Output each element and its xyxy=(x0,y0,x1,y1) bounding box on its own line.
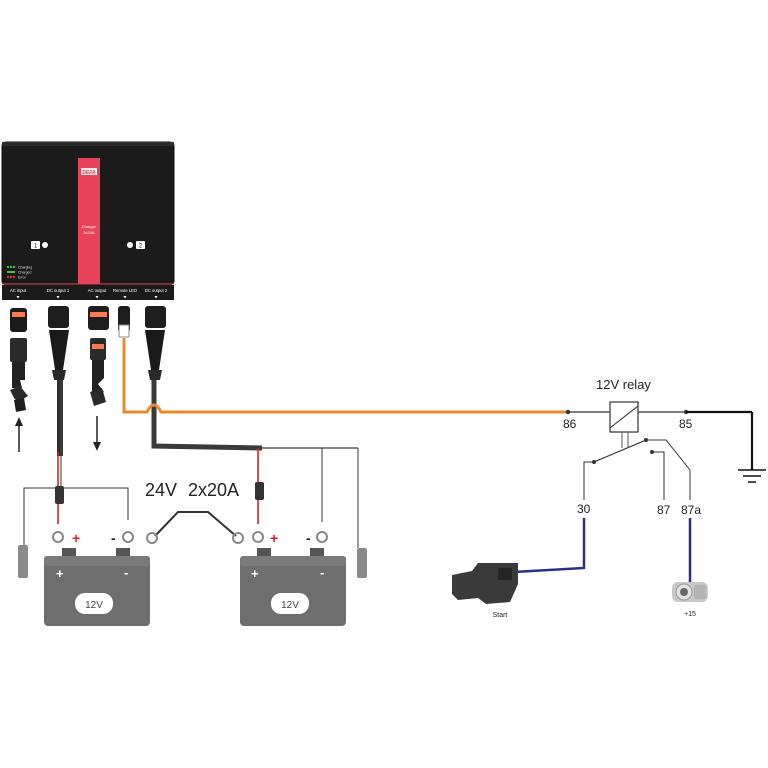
battery-1-wiring xyxy=(23,452,129,545)
fuse-holder-1 xyxy=(55,486,64,504)
charger-brand: DEFA xyxy=(82,170,96,176)
start-connector xyxy=(452,563,518,604)
ignition-connector-icon xyxy=(672,582,708,602)
ac-input-plug xyxy=(10,338,28,412)
channel-2-indicator xyxy=(127,242,133,248)
battery-1-negative-ring xyxy=(122,531,134,543)
ac-output-arrow-head xyxy=(93,442,101,451)
port-label-ac-input: AC input xyxy=(10,288,27,293)
channel-2-number: 2 xyxy=(139,244,143,250)
voltage-label: 24V xyxy=(145,480,177,500)
charger-unit: DEFA Charger 2x20A 1 2 Charging Charged … xyxy=(1,141,175,300)
battery-1-minus-mark: - xyxy=(124,565,128,580)
battery-2-plus-mark: + xyxy=(251,566,259,581)
current-label: 2x20A xyxy=(188,480,239,500)
relay-pin-87a: 87a xyxy=(681,503,701,517)
battery-2-minus-symbol: - xyxy=(306,530,311,546)
port-label-ac-output: AC output xyxy=(88,288,107,293)
relay-title: 12V relay xyxy=(596,377,651,392)
battery-2-voltage: 12V xyxy=(281,600,299,611)
battery-1-voltage: 12V xyxy=(85,600,103,611)
led-legend-charged: Charged xyxy=(18,271,31,275)
battery-2-positive-ring xyxy=(252,531,264,543)
start-label: Start xyxy=(493,612,508,619)
battery-2-plus-symbol: + xyxy=(270,530,278,546)
ac-input-arrow-head xyxy=(15,417,23,426)
battery-2: + - 12V xyxy=(240,548,346,626)
battery-2-wiring xyxy=(255,448,359,548)
series-bridge-cable xyxy=(146,511,244,544)
led-legend: Charging Charged Error xyxy=(6,266,32,280)
relay-pin-85: 85 xyxy=(679,417,693,431)
battery-2-negative-ring xyxy=(316,531,328,543)
charger-model-line2: 2x20A xyxy=(83,230,95,235)
relay-pin-87: 87 xyxy=(657,503,671,517)
channel-2-badge xyxy=(136,241,145,249)
channel-1-badge xyxy=(31,241,40,249)
channel-1-indicator xyxy=(42,242,48,248)
ignition-label: +15 xyxy=(684,611,696,618)
led-legend-error: Error xyxy=(18,276,27,280)
charger-model-line1: Charger xyxy=(82,224,97,229)
relay-switch-arm xyxy=(593,439,647,463)
temperature-sensor-1 xyxy=(18,545,28,578)
dc-output-2-cable xyxy=(145,330,358,451)
led-legend-charging: Charging xyxy=(18,266,32,270)
channel-1-number: 1 xyxy=(34,244,38,250)
remote-led-wire xyxy=(122,338,568,414)
ground-icon xyxy=(738,469,766,483)
port-label-remote-led: Remote LED xyxy=(113,288,137,293)
battery-1-plus-symbol: + xyxy=(72,530,80,546)
charger-port-strip xyxy=(2,285,174,300)
battery-1-plus-mark: + xyxy=(56,566,64,581)
relay-wire-30 xyxy=(513,518,586,574)
port-label-dc-output-1: DC output 1 xyxy=(47,288,70,293)
battery-1-positive-ring xyxy=(52,531,64,543)
charger-red-stripe xyxy=(78,158,100,284)
battery-1-minus-symbol: - xyxy=(111,530,116,546)
relay-symbol xyxy=(565,401,766,500)
relay-pin-30: 30 xyxy=(577,502,591,516)
port-connectors xyxy=(10,306,166,338)
relay-pin-86: 86 xyxy=(563,417,577,431)
relay-coil xyxy=(609,401,639,433)
temperature-sensor-2 xyxy=(357,548,367,578)
port-label-dc-output-2: DC output 2 xyxy=(145,288,168,293)
fuse-holder-2 xyxy=(255,482,264,500)
dc-output-1-cable xyxy=(49,330,69,456)
ac-output-plug xyxy=(90,338,106,406)
battery-1: + - 12V xyxy=(44,548,150,626)
battery-2-minus-mark: - xyxy=(320,565,324,580)
